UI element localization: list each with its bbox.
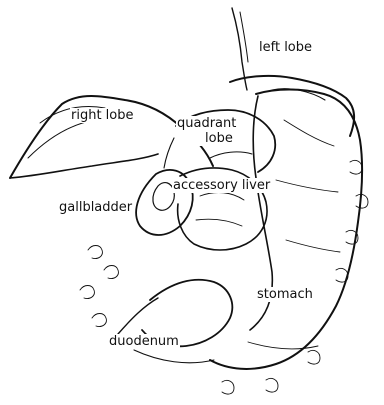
quadrant-lobe-label-line-1: quadrant	[177, 116, 236, 131]
left-lobe-label: left lobe	[258, 40, 313, 55]
stomach-label: stomach	[256, 287, 314, 302]
left-lobe-outline	[230, 76, 354, 136]
quadrant-lobe-label: quadrant lobe	[176, 116, 237, 146]
duodenum-label: duodenum	[108, 334, 180, 349]
quadrant-lobe-label-line-2: lobe	[177, 131, 236, 146]
right-lobe-label: right lobe	[70, 108, 135, 123]
omentum-curls-left	[80, 246, 118, 327]
accessory-liver-label: accessory liver	[172, 178, 271, 193]
gallbladder-label: gallbladder	[58, 200, 133, 215]
